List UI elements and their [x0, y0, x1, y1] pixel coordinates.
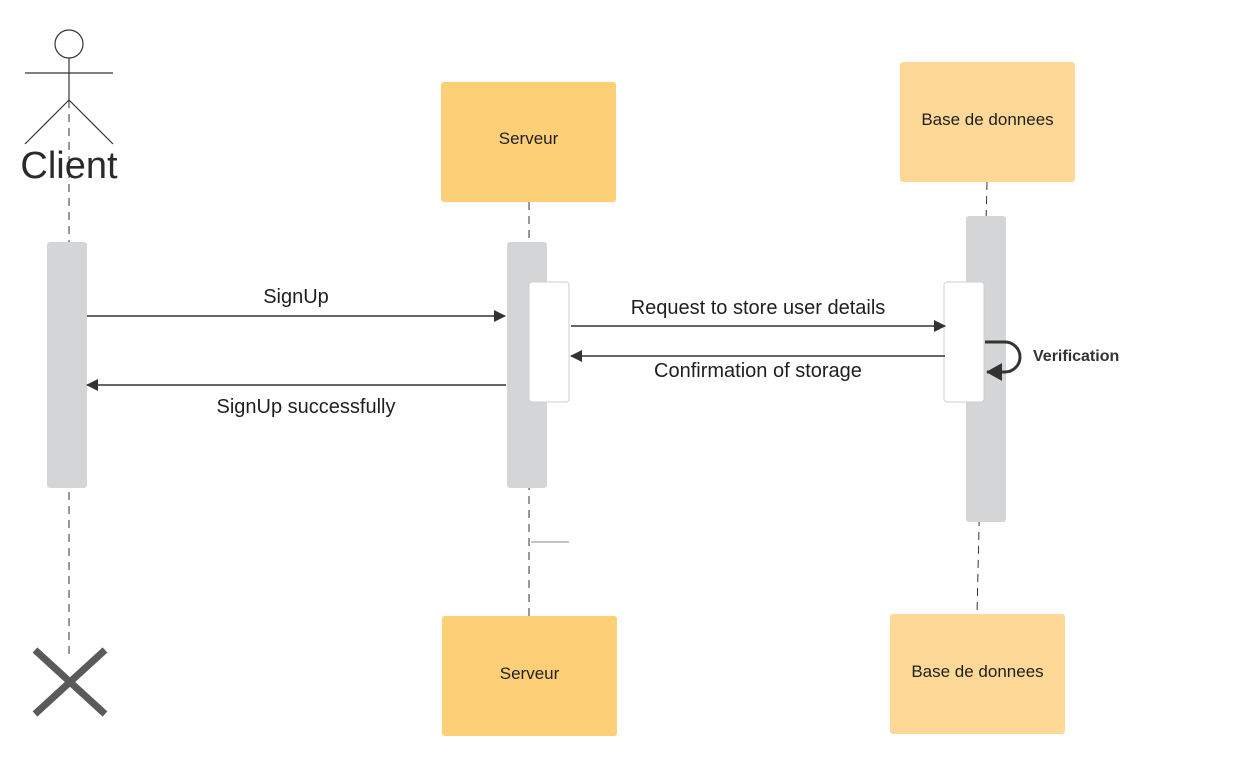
database-participant-top[interactable]: Base de donnees	[900, 62, 1075, 182]
stick-figure-icon	[24, 29, 114, 145]
message-verification[interactable]: Verification	[985, 340, 1119, 381]
database-nested-activation	[943, 281, 985, 403]
message-signup-success[interactable]: SignUp successfully	[86, 379, 506, 418]
database-box-top	[900, 62, 1075, 182]
server-participant-top[interactable]: Serveur	[441, 82, 616, 202]
server-box-bottom	[442, 616, 617, 736]
server-label-bottom: Serveur	[500, 664, 560, 683]
signup-label: SignUp	[263, 286, 329, 308]
storage-confirmation-label: Confirmation of storage	[654, 360, 862, 382]
server-box-top	[441, 82, 616, 202]
message-store-request[interactable]: Request to store user details	[571, 297, 946, 332]
message-signup[interactable]: SignUp	[87, 286, 506, 322]
verification-arrowhead	[986, 363, 1002, 381]
server-nested-activation	[528, 281, 570, 403]
verification-label: Verification	[1033, 348, 1119, 365]
verification-loop	[985, 340, 1022, 374]
x-destroy-icon	[32, 647, 108, 717]
client-actor[interactable]: Client	[20, 29, 118, 187]
database-box-bottom	[890, 614, 1065, 734]
database-label-top: Base de donnees	[921, 110, 1053, 129]
store-request-label: Request to store user details	[631, 297, 886, 319]
message-storage-confirmation[interactable]: Confirmation of storage	[570, 350, 945, 382]
database-label-bottom: Base de donnees	[911, 662, 1043, 681]
server-participant-bottom[interactable]: Serveur	[442, 616, 617, 736]
client-activation-bar	[47, 242, 87, 488]
server-label-top: Serveur	[499, 129, 559, 148]
database-participant-bottom[interactable]: Base de donnees	[890, 614, 1065, 734]
signup-success-label: SignUp successfully	[217, 396, 396, 418]
client-label: Client	[20, 145, 118, 187]
